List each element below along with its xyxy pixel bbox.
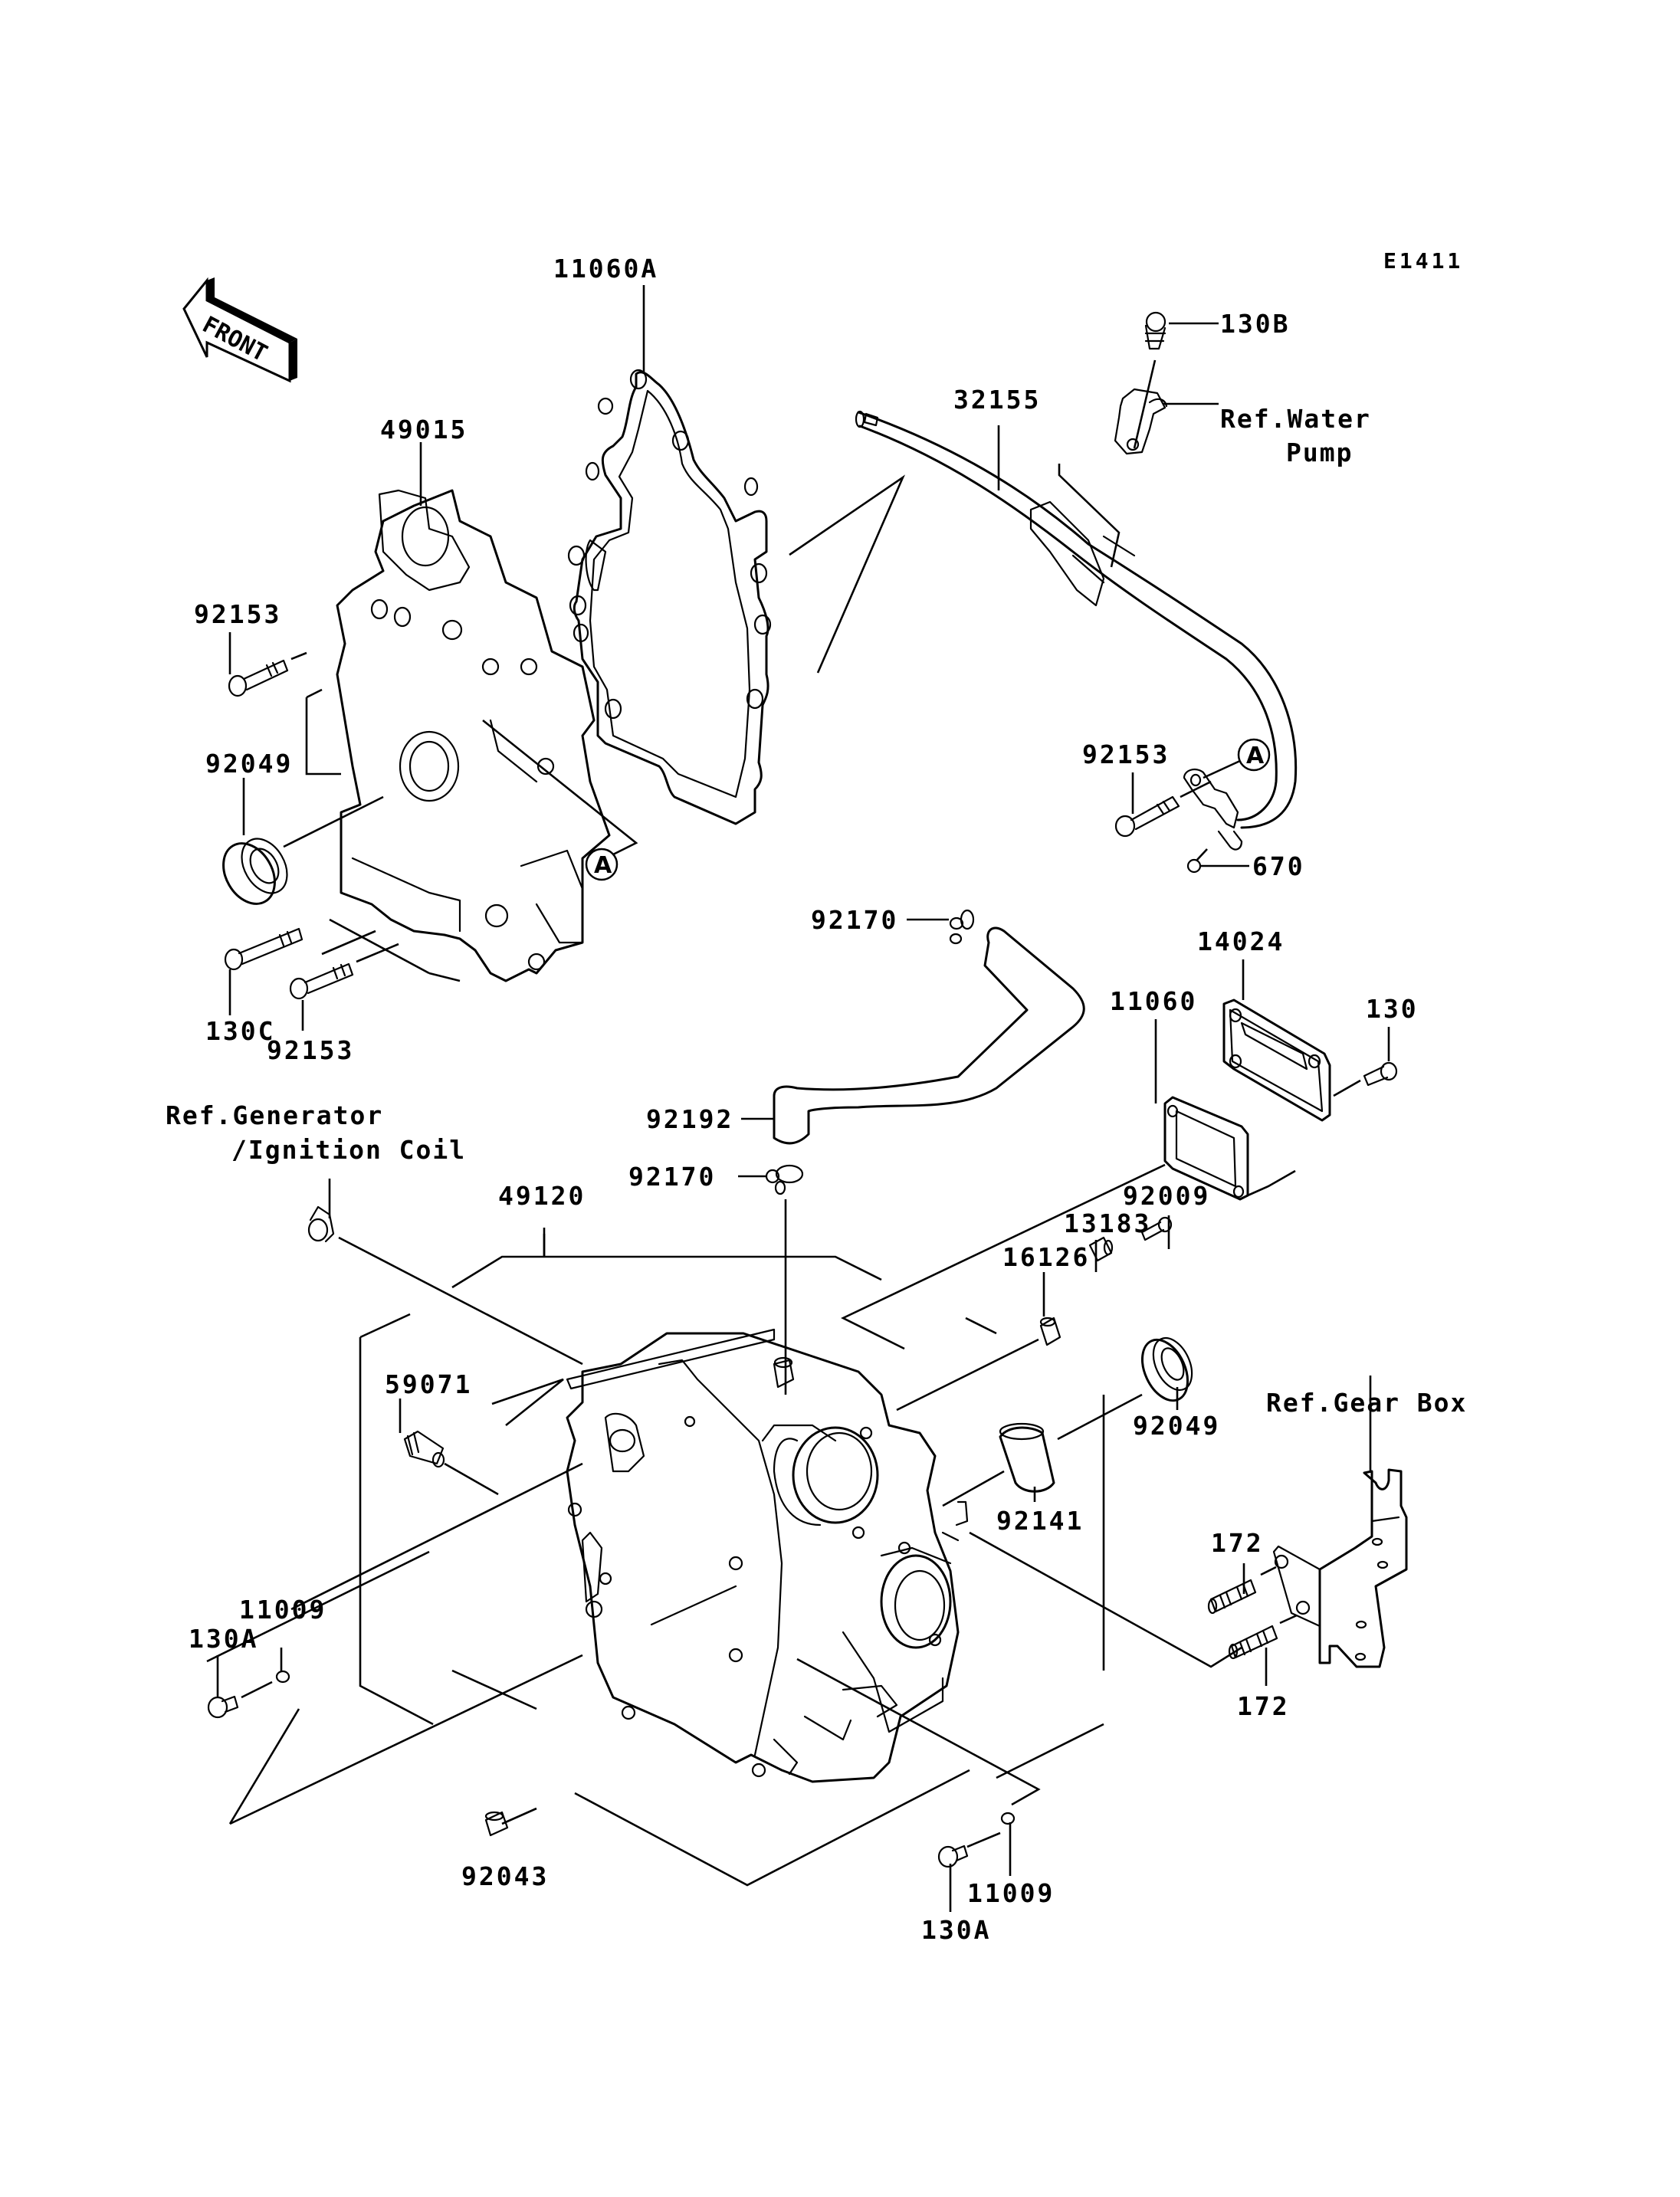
- ref-gear-box: Ref.Gear Box: [1266, 1388, 1467, 1418]
- label-130C: 130C: [205, 1016, 275, 1046]
- label-92170-lower: 92170: [628, 1162, 716, 1192]
- timing-cover-49015[interactable]: [336, 489, 611, 982]
- stud-59071[interactable]: [403, 1430, 445, 1468]
- label-11060: 11060: [1110, 986, 1197, 1016]
- label-92049-upper: 92049: [205, 749, 293, 779]
- bolt-92153-lower[interactable]: [289, 962, 354, 1000]
- label-49015: 49015: [380, 415, 468, 444]
- label-92153-upper: 92153: [194, 599, 281, 629]
- label-92049-lower: 92049: [1133, 1411, 1220, 1441]
- diagram-code: E1411: [1383, 248, 1463, 274]
- washer-11009-left[interactable]: [275, 1670, 290, 1684]
- dowel-16126[interactable]: [1039, 1317, 1061, 1346]
- label-14024: 14024: [1197, 926, 1285, 956]
- plug-130A-right[interactable]: [937, 1844, 969, 1868]
- bolt-130[interactable]: [1363, 1061, 1398, 1087]
- label-49120: 49120: [498, 1181, 586, 1211]
- callout-a-letter: A: [594, 852, 612, 879]
- gear-box-bracket[interactable]: [1272, 1468, 1408, 1668]
- stud-172-lower[interactable]: [1228, 1625, 1278, 1660]
- callout-a-circle-pipe: [1237, 738, 1271, 772]
- label-130: 130: [1366, 994, 1419, 1024]
- label-92141: 92141: [996, 1506, 1084, 1536]
- hose-clamp-92170-upper[interactable]: [949, 909, 975, 945]
- dowel-92043[interactable]: [484, 1811, 509, 1837]
- breather-hose-92192[interactable]: [773, 926, 1085, 1145]
- pipe-clamp[interactable]: [1183, 768, 1243, 851]
- stud-172-upper[interactable]: [1207, 1579, 1257, 1615]
- bolt-92153-pipe[interactable]: [1114, 795, 1180, 838]
- label-92153-pipe: 92153: [1082, 739, 1170, 769]
- oil-seal-92049-upper[interactable]: [213, 831, 296, 913]
- crankcase-49120[interactable]: [566, 1328, 969, 1783]
- oil-seal-92049-lower[interactable]: [1134, 1332, 1199, 1408]
- label-130B: 130B: [1220, 309, 1290, 339]
- bolt-130C[interactable]: [224, 927, 304, 971]
- label-130A-right: 130A: [921, 1915, 991, 1945]
- label-172-upper: 172: [1211, 1528, 1264, 1558]
- ref-water-pump-line2: Pump: [1286, 438, 1353, 467]
- bolt-92009[interactable]: [1140, 1216, 1173, 1241]
- ref-generator-line2: /Ignition Coil: [231, 1135, 466, 1165]
- callout-a-letter-pipe: A: [1246, 743, 1265, 769]
- bolt-130B[interactable]: [1144, 311, 1166, 350]
- label-92170-upper: 92170: [811, 905, 898, 935]
- label-92009: 92009: [1123, 1181, 1210, 1211]
- label-172-lower: 172: [1237, 1691, 1290, 1721]
- label-59071: 59071: [385, 1369, 472, 1399]
- bushing-92141[interactable]: [999, 1422, 1055, 1493]
- washer-11009-right[interactable]: [1000, 1812, 1016, 1825]
- ref-water-pump-line1: Ref.Water: [1220, 404, 1371, 434]
- callout-a-circle: [585, 848, 619, 881]
- label-92043: 92043: [461, 1861, 549, 1891]
- label-11060A: 11060A: [553, 254, 658, 284]
- label-11009-right: 11009: [967, 1878, 1055, 1908]
- oil-pipe-32155[interactable]: [855, 410, 1298, 829]
- label-130A-left: 130A: [189, 1624, 258, 1654]
- label-92192: 92192: [646, 1104, 733, 1134]
- gasket-11060A[interactable]: [567, 369, 772, 825]
- ref-generator-line1: Ref.Generator: [166, 1100, 383, 1130]
- cover-14024[interactable]: [1222, 998, 1331, 1122]
- label-11009-left: 11009: [239, 1595, 326, 1625]
- bolt-92153-upper[interactable]: [228, 659, 289, 697]
- front-arrow-icon: FRONT: [182, 277, 297, 383]
- label-13183: 13183: [1064, 1208, 1151, 1238]
- plug-13183[interactable]: [1088, 1236, 1114, 1262]
- plug-130A-left[interactable]: [207, 1695, 239, 1719]
- label-92153-lower: 92153: [267, 1035, 354, 1065]
- label-32155: 32155: [953, 385, 1041, 415]
- o-ring-670[interactable]: [1186, 858, 1202, 874]
- label-670: 670: [1252, 851, 1305, 881]
- label-16126: 16126: [1002, 1242, 1090, 1272]
- hose-clamp-92170-lower[interactable]: [765, 1164, 804, 1195]
